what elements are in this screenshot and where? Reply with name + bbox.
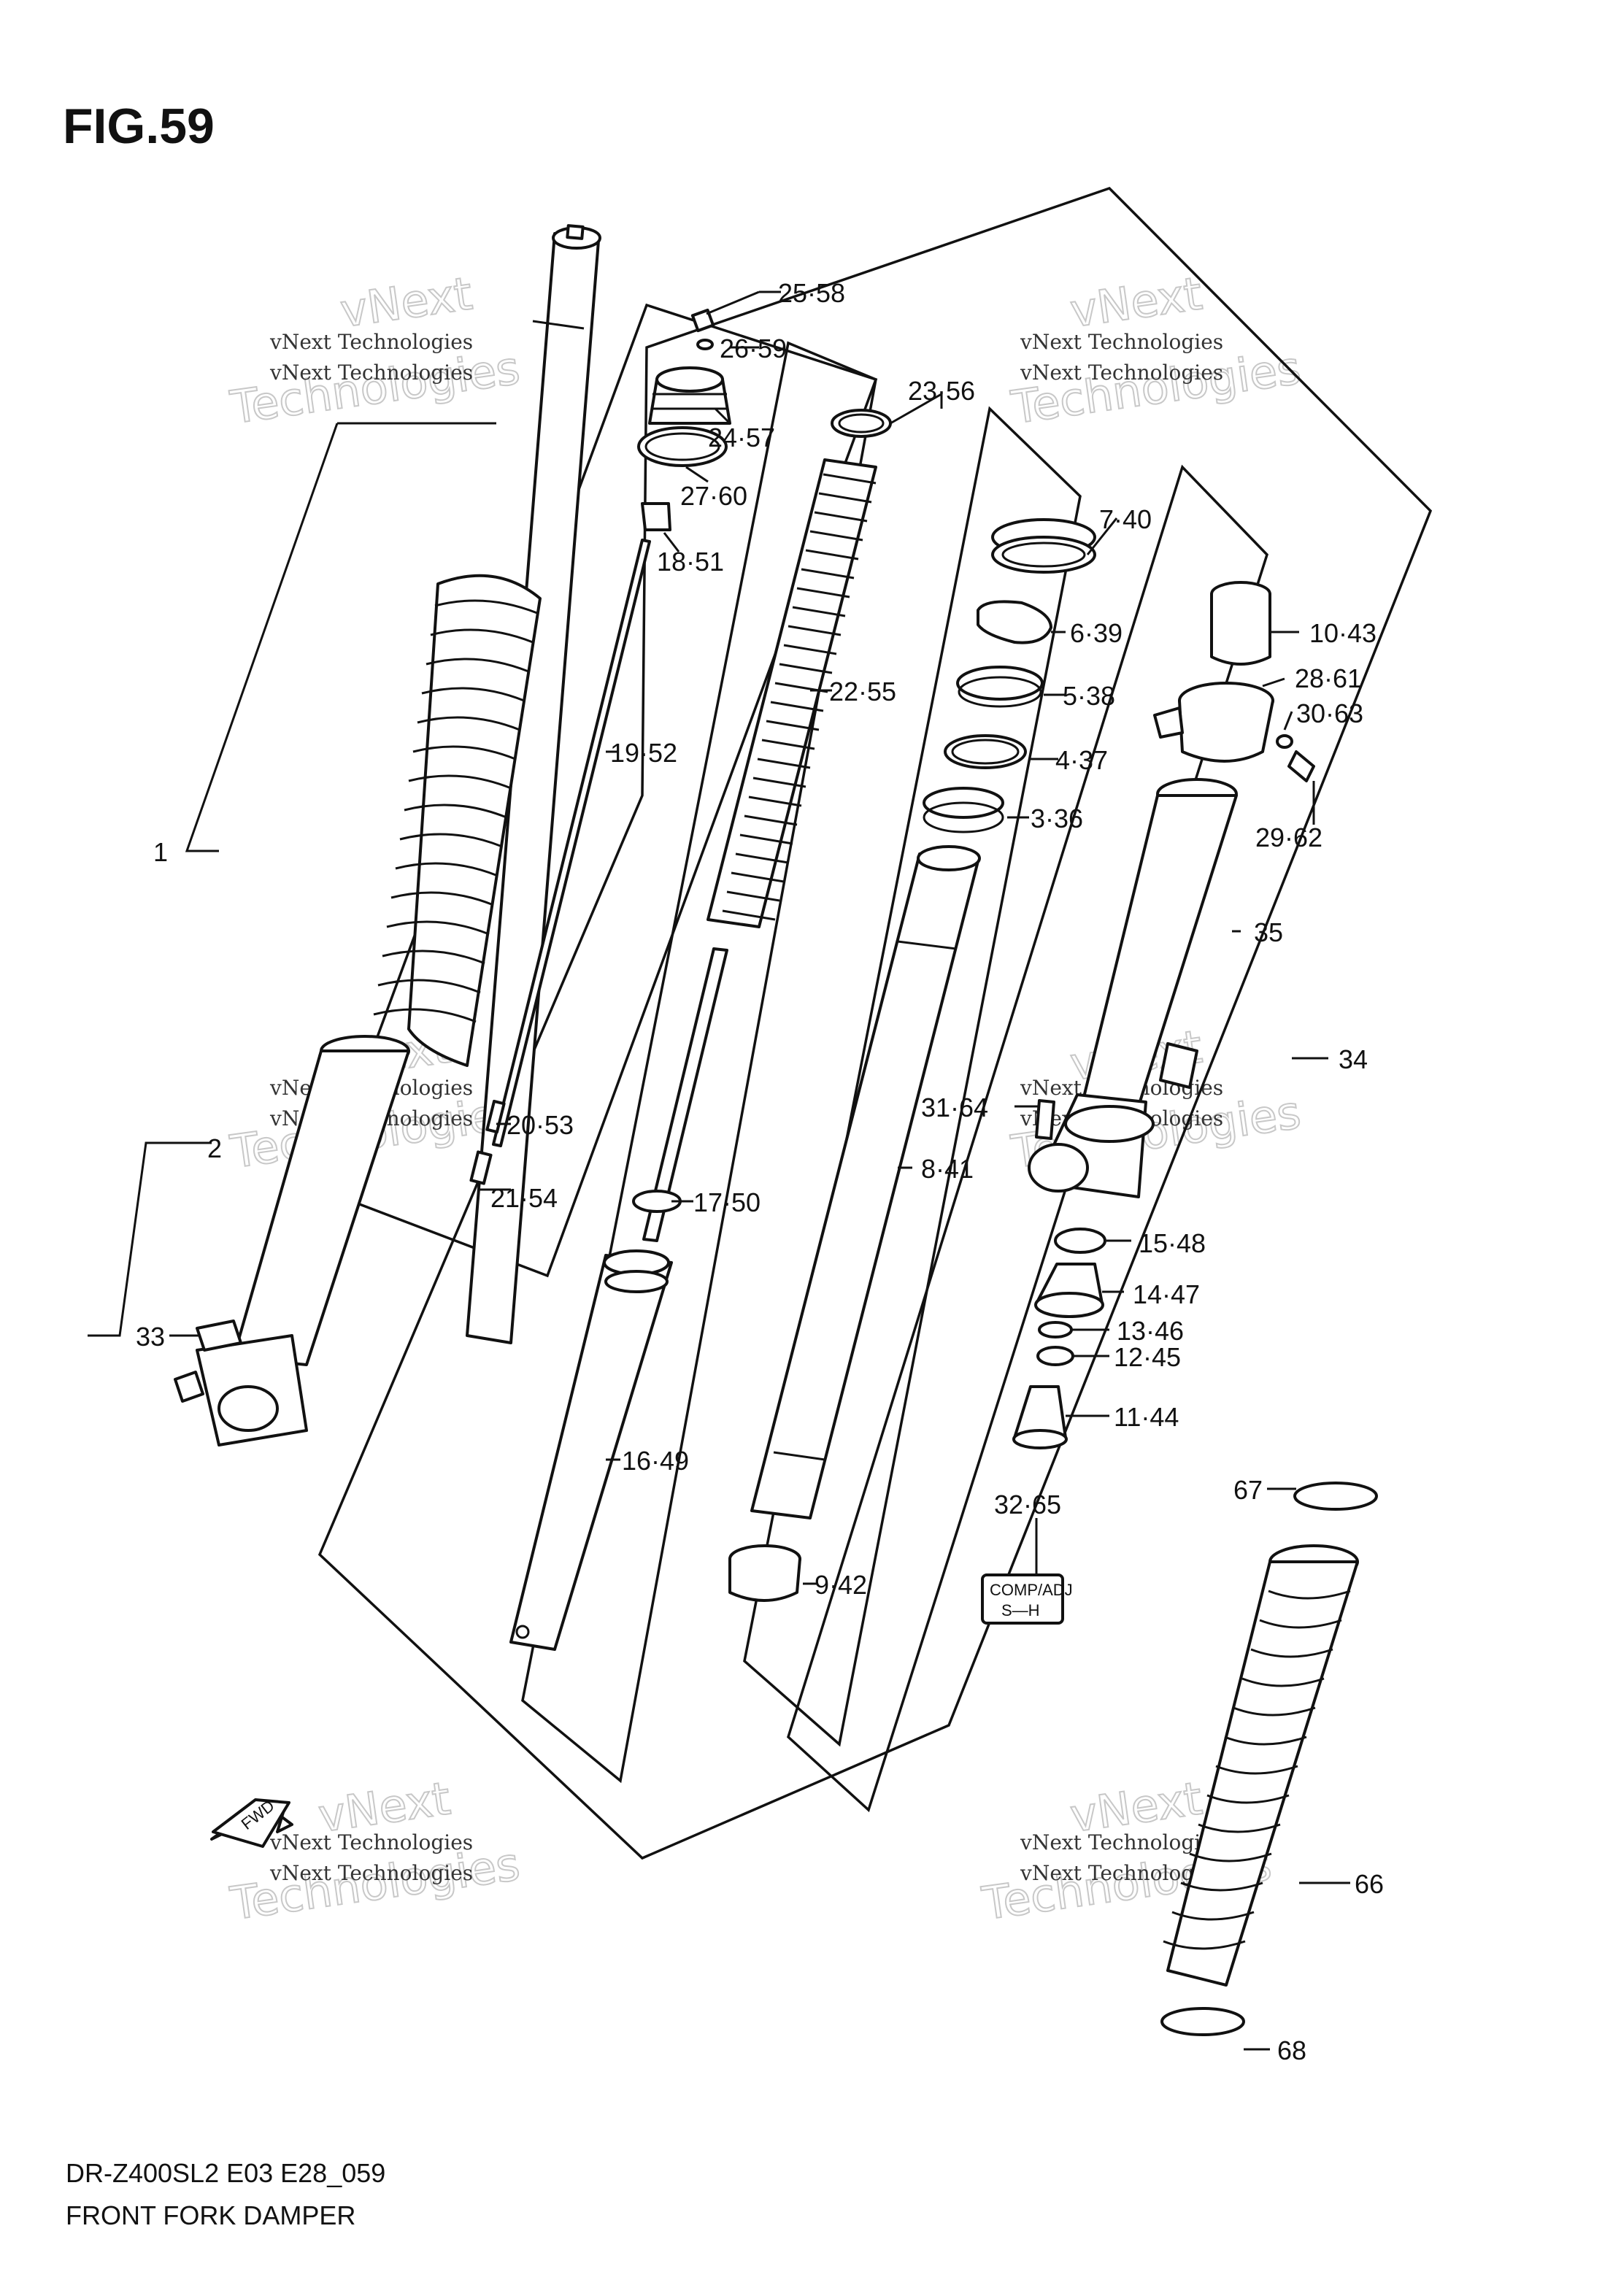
seal-washer (944, 734, 1027, 769)
callout-labels: 1 2 33 25·58 26·59 24·57 27·60 18·51 19·… (136, 278, 1384, 2065)
watermark-text: vNext Technologies (269, 1830, 473, 1854)
push-rod (492, 539, 651, 1147)
clamp-bolt (1287, 750, 1315, 782)
figure-caption: FRONT FORK DAMPER (66, 2200, 355, 2230)
inner-tube (509, 1249, 673, 1651)
rod-spring (469, 1150, 493, 1185)
callout-29-62: 29·62 (1255, 823, 1322, 852)
callout-28-61: 28·61 (1295, 663, 1362, 693)
tube-collar (728, 1544, 801, 1602)
damper-holder (1034, 1263, 1104, 1318)
callout-4-37: 4·37 (1055, 745, 1108, 775)
watermark-text: vNext Technologies (269, 330, 473, 354)
fork-spring (706, 458, 877, 928)
figure-title: FIG.59 (63, 99, 215, 154)
callout-24-57: 24·57 (708, 423, 775, 452)
callout-34: 34 (1339, 1044, 1368, 1074)
cap-bolt (648, 366, 731, 425)
damper-o-ring (1038, 1321, 1073, 1338)
callout-19-52: 19·52 (610, 738, 677, 768)
comp-adj-label-top: COMP/ADJ (990, 1581, 1073, 1599)
axle-holder (1028, 1042, 1198, 1198)
callout-17-50: 17·50 (693, 1187, 761, 1217)
damper-rod (642, 947, 728, 1242)
dust-seal (991, 518, 1096, 574)
callout-67: 67 (1233, 1475, 1263, 1505)
callout-11-44: 11·44 (1114, 1402, 1179, 1432)
callout-8-41: 8·41 (921, 1154, 974, 1184)
callout-31-64: 31·64 (921, 1093, 988, 1122)
callout-2: 2 (207, 1133, 222, 1163)
watermark-big-text: vNext (1067, 266, 1206, 337)
callout-27-60: 27·60 (680, 481, 747, 511)
bellows-ribs (373, 599, 538, 1023)
compression-adjuster (1012, 1385, 1068, 1449)
watermark-text: vNext Technologies (269, 361, 473, 385)
callout-9-42: 9·42 (815, 1570, 867, 1600)
watermark-text: vNext Technologies (1020, 330, 1223, 354)
bottom-case (1076, 778, 1238, 1140)
callout-25-58: 25·58 (778, 278, 845, 308)
fork-assembly (174, 224, 601, 1446)
inner-frame-4 (786, 464, 1268, 1813)
comp-adj-label-bottom: S—H (1001, 1601, 1040, 1619)
callout-7-40: 7·40 (1099, 504, 1152, 534)
callout-68: 68 (1277, 2035, 1306, 2065)
clamp-washer (1276, 734, 1293, 749)
callout-32-65: 32·65 (994, 1490, 1061, 1519)
callout-15-48: 15·48 (1139, 1228, 1206, 1258)
callout-20-53: 20·53 (507, 1110, 574, 1140)
callout-10-43: 10·43 (1309, 618, 1376, 648)
callout-6-39: 6·39 (1070, 618, 1123, 648)
callout-12-45: 12·45 (1114, 1342, 1181, 1372)
air-bleed-screw (690, 308, 715, 350)
callout-18-51: 18·51 (657, 547, 724, 577)
callout-13-46: 13·46 (1117, 1316, 1184, 1346)
forward-arrow-icon: FWD (210, 1796, 293, 1848)
drain-screw (1035, 1099, 1055, 1140)
watermark-text: vNext Technologies (1020, 1830, 1223, 1854)
callout-14-47: 14·47 (1133, 1279, 1200, 1309)
leader-lines (88, 290, 1350, 2051)
comp-adj-label: COMP/ADJ S—H (981, 1573, 1073, 1625)
callout-21-54: 21·54 (490, 1183, 558, 1213)
callout-3-36: 3·36 (1031, 804, 1083, 833)
damper-washer (1036, 1346, 1074, 1366)
assembly-frame (317, 186, 1433, 1860)
callout-23-56: 23·56 (908, 376, 975, 406)
damper-gasket (1054, 1228, 1106, 1254)
model-code: DR-Z400SL2 E03 E28_059 (66, 2158, 385, 2188)
callout-26-59: 26·59 (720, 334, 787, 363)
rod-spacer (485, 1099, 506, 1134)
damper-cap (1210, 581, 1271, 666)
watermark-big-text: vNext (337, 266, 476, 337)
callout-66: 66 (1355, 1869, 1384, 1899)
boot-clamp-upper (1293, 1482, 1378, 1511)
watermark-big-text: Technologies (227, 341, 523, 434)
retaining-clip (977, 600, 1052, 644)
callout-5-38: 5·38 (1063, 681, 1115, 711)
boot-clamp-lower (1160, 2007, 1245, 2036)
watermark-text: vNext Technologies (1020, 361, 1223, 385)
oil-seal (956, 666, 1044, 701)
lock-nut (641, 502, 671, 531)
clamp-bracket (1153, 682, 1274, 763)
callout-22-55: 22·55 (829, 677, 896, 706)
fork-boot (1163, 1544, 1359, 1987)
callout-35: 35 (1254, 917, 1283, 947)
callout-16-49: 16·49 (622, 1446, 689, 1476)
callout-33: 33 (136, 1322, 165, 1352)
outer-tube (750, 845, 981, 1519)
inner-frame-2 (521, 341, 877, 1784)
callout-30-63: 30·63 (1296, 698, 1363, 728)
watermark-big-text: Technologies (1008, 341, 1304, 434)
callout-1: 1 (153, 837, 168, 867)
watermark-text: vNext Technologies (269, 1861, 473, 1885)
